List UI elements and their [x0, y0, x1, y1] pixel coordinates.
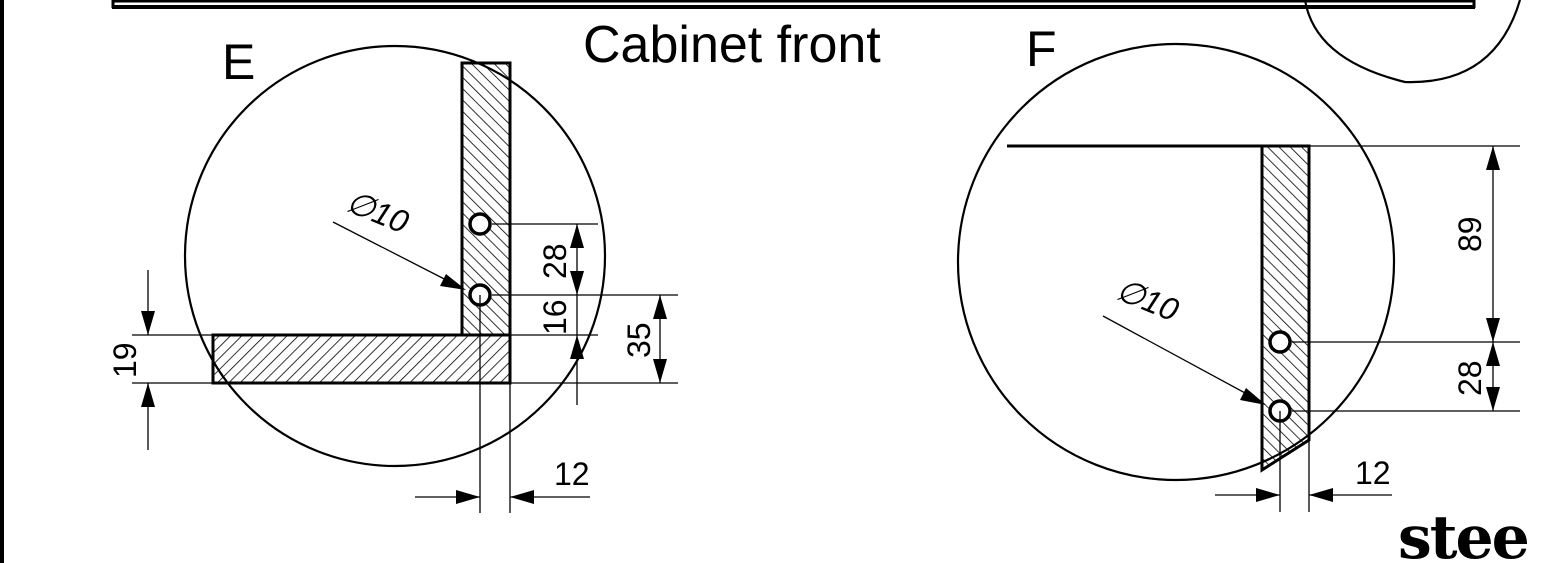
detail-e-dim-12-label: 12	[554, 456, 590, 492]
detail-e-dim-28-arrow-top	[570, 224, 584, 248]
detail-e-letter: E	[222, 34, 255, 90]
detail-f-diameter-label: ∅10	[1111, 271, 1184, 328]
detail-f-dim-89-label: 89	[1452, 216, 1488, 252]
detail-e: E ∅10 28 16 35	[107, 34, 678, 513]
detail-e-dim-19-arrow-bottom	[141, 383, 155, 407]
detail-f: F ∅10 89 28 12	[956, 21, 1520, 512]
detail-e-diameter-arrow	[440, 274, 466, 290]
detail-e-dim-16-label: 16	[537, 299, 573, 335]
detail-e-dim-28-arrow-bottom	[570, 271, 584, 295]
detail-f-circle	[956, 42, 1396, 482]
brand-logo: stee	[1398, 503, 1528, 563]
detail-f-dim-89-arrow-bottom	[1486, 318, 1500, 342]
detail-e-dim-35-label: 35	[621, 322, 657, 358]
page-title: Cabinet front	[583, 16, 881, 74]
detail-e-diameter-leader	[332, 221, 459, 287]
detail-e-dim-16-arrow	[570, 335, 584, 359]
detail-f-dim-89-arrow-top	[1486, 146, 1500, 170]
detail-f-dim-28-label: 28	[1452, 360, 1488, 396]
detail-e-dim-12-arrow-left	[456, 490, 480, 504]
detail-e-dim-12-arrow-right	[510, 490, 534, 504]
detail-f-diameter-leader	[1102, 315, 1259, 401]
detail-f-letter: F	[1026, 21, 1057, 77]
detail-e-dim-19-arrow-top	[141, 311, 155, 335]
detail-f-dim-12-label: 12	[1355, 455, 1391, 491]
detail-e-dim-35-arrow-bottom	[653, 359, 667, 383]
detail-e-hole-upper	[468, 212, 492, 236]
detail-f-diameter-arrow	[1240, 388, 1266, 405]
detail-f-dim-12-arrow-left	[1256, 488, 1280, 502]
partial-detail-circle	[1303, 0, 1522, 84]
detail-f-vertical-panel	[1260, 144, 1311, 473]
detail-e-dim-35-arrow-top	[653, 295, 667, 319]
detail-f-dim-28-arrow-bottom	[1486, 387, 1500, 411]
detail-e-dim-19-label: 19	[107, 342, 143, 378]
detail-f-dim-12-arrow-right	[1309, 488, 1333, 502]
detail-e-dim-28-label: 28	[537, 243, 573, 279]
detail-f-hole-upper	[1268, 330, 1292, 354]
detail-e-circle	[183, 44, 607, 468]
detail-e-horizontal-panel	[211, 333, 512, 385]
detail-f-dim-28-arrow-top	[1486, 342, 1500, 366]
